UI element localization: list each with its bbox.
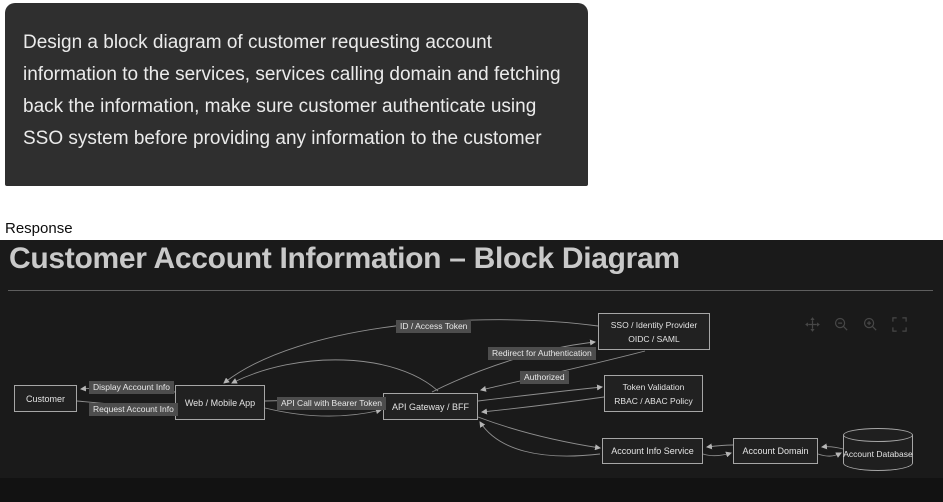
response-label: Response [5, 220, 73, 237]
canvas-toolbar [803, 315, 908, 333]
node-customer-label: Customer [25, 393, 65, 404]
edge-label-api-call-bearer-token: API Call with Bearer Token [277, 397, 386, 410]
node-sso-line2: OIDC / SAML [628, 333, 680, 344]
diagram-panel[interactable]: Customer Account Information – Block Dia… [0, 240, 943, 502]
node-web-mobile-app-label: Web / Mobile App [184, 397, 256, 408]
edge-label-authorized: Authorized [520, 371, 569, 384]
zoom-in-icon[interactable] [861, 315, 879, 333]
node-sso-identity-provider[interactable]: SSO / Identity Provider OIDC / SAML [598, 313, 710, 350]
edge-tokenvalidation-to-gateway [481, 396, 605, 415]
edge-label-id-access-token: ID / Access Token [396, 320, 472, 333]
edge-domain-to-accountinfo [706, 443, 734, 450]
diagram-title: Customer Account Information – Block Dia… [9, 242, 680, 275]
node-customer[interactable]: Customer [14, 385, 77, 412]
node-account-domain[interactable]: Account Domain [733, 438, 818, 464]
edge-gateway-to-tokenvalidation [477, 384, 603, 402]
node-token-validation[interactable]: Token Validation RBAC / ABAC Policy [604, 375, 703, 412]
edge-accountinfo-to-domain [702, 451, 732, 458]
prompt-card: Design a block diagram of customer reque… [5, 3, 588, 186]
node-sso-line1: SSO / Identity Provider [610, 319, 698, 330]
zoom-out-icon[interactable] [832, 315, 850, 333]
node-api-gateway-label: API Gateway / BFF [391, 401, 470, 412]
node-account-info-service-label: Account Info Service [611, 446, 694, 456]
node-web-mobile-app[interactable]: Web / Mobile App [175, 385, 265, 420]
edge-accountinfo-to-gateway [479, 421, 601, 457]
prompt-text: Design a block diagram of customer reque… [23, 32, 561, 149]
edge-label-redirect-authentication: Redirect for Authentication [488, 347, 596, 360]
edge-domain-to-database [817, 452, 842, 458]
database-cylinder-top [843, 428, 913, 442]
pan-icon[interactable] [803, 315, 821, 333]
edge-database-to-domain [821, 443, 844, 450]
node-token-validation-line1: Token Validation [622, 381, 685, 392]
right-edge-notch [938, 225, 943, 238]
fit-screen-icon[interactable] [890, 315, 908, 333]
edge-label-display-account-info: Display Account Info [89, 381, 175, 394]
edge-label-request-account-info: Request Account Info [89, 403, 178, 416]
node-api-gateway[interactable]: API Gateway / BFF [383, 393, 478, 420]
node-account-database[interactable]: Account Database [843, 428, 913, 471]
edge-gateway-to-accountinfo [477, 416, 601, 451]
node-token-validation-line2: RBAC / ABAC Policy [614, 395, 693, 406]
bottom-bar [0, 478, 943, 502]
node-account-info-service[interactable]: Account Info Service [602, 438, 703, 464]
title-divider [8, 290, 933, 291]
node-account-domain-label: Account Domain [742, 446, 809, 456]
